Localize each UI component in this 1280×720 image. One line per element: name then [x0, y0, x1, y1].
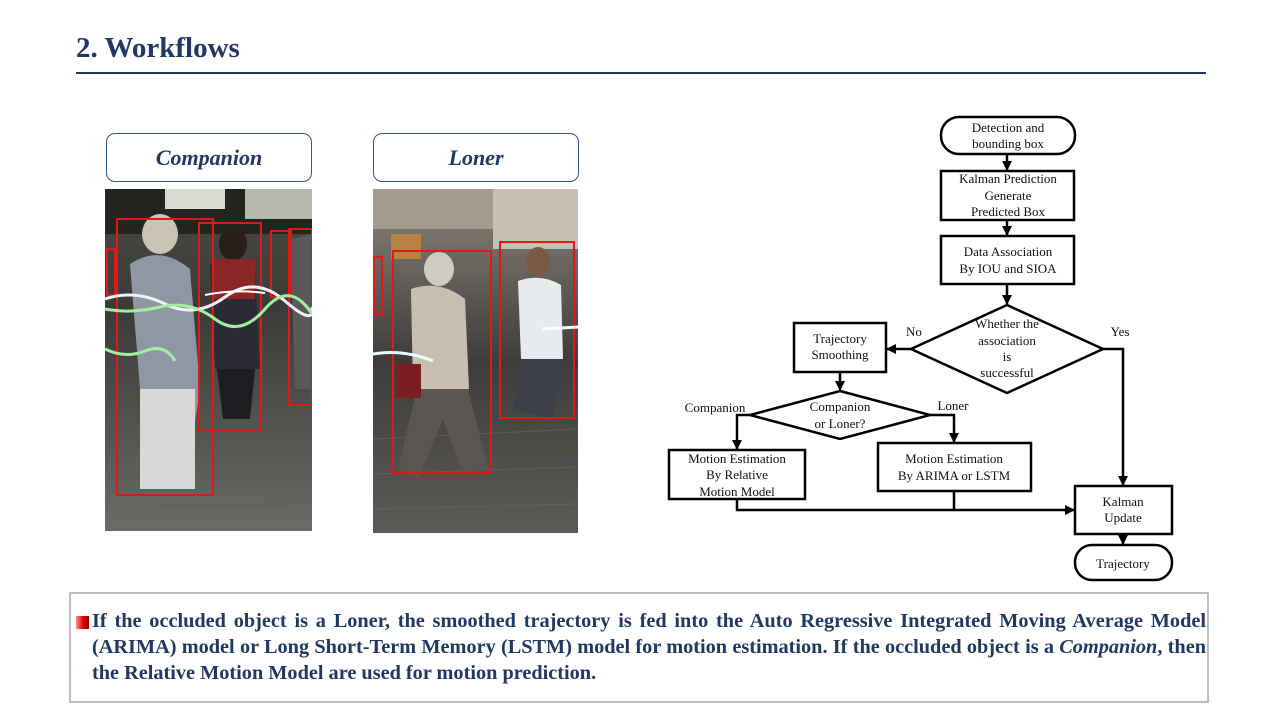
update-line-1: Kalman — [1102, 494, 1144, 509]
caption-italic: Companion — [1059, 636, 1158, 658]
decision-line-4: successful — [980, 365, 1034, 380]
tracking-workflow-flowchart: Detection and bounding box Kalman Predic… — [667, 115, 1174, 582]
smoothing-line-2: Smoothing — [811, 347, 869, 362]
type-decision-line-2: or Loner? — [815, 416, 866, 431]
start-line-2: bounding box — [972, 136, 1044, 151]
slide-title: 2. Workflows — [76, 32, 240, 64]
predict-line-2: Generate — [985, 188, 1032, 203]
yes-label: Yes — [1111, 324, 1130, 339]
relative-line-2: By Relative — [706, 467, 768, 482]
end-label: Trajectory — [1096, 556, 1150, 571]
smoothing-line-1: Trajectory — [813, 331, 867, 346]
companion-loner-decision — [745, 389, 935, 441]
bullet-icon — [76, 616, 89, 629]
arima-lstm-box — [876, 441, 1033, 493]
loner-video-frame — [373, 189, 578, 533]
relative-line-3: Motion Model — [699, 484, 775, 499]
relative-motion-box — [667, 448, 807, 501]
loner-branch-label: Loner — [937, 398, 969, 413]
associate-line-1: Data Association — [964, 244, 1053, 259]
predict-line-3: Predicted Box — [971, 204, 1046, 219]
companion-video-frame — [105, 189, 312, 531]
arima-line-2: By ARIMA or LSTM — [898, 468, 1011, 483]
no-label: No — [906, 324, 922, 339]
update-line-2: Update — [1104, 510, 1142, 525]
predict-line-1: Kalman Prediction — [959, 171, 1057, 186]
kalman-prediction-box — [939, 169, 1076, 222]
caption-box: If the occluded object is a Loner, the s… — [69, 592, 1209, 703]
relative-line-1: Motion Estimation — [688, 451, 786, 466]
type-decision-line-1: Companion — [810, 399, 871, 414]
loner-label-box: Loner — [373, 133, 579, 182]
decision-line-1: Whether the — [975, 316, 1039, 331]
title-divider — [76, 72, 1206, 74]
companion-label-box: Companion — [106, 133, 312, 182]
associate-line-2: By IOU and SIOA — [959, 261, 1057, 276]
decision-line-3: is — [1003, 349, 1012, 364]
start-line-1: Detection and — [972, 120, 1045, 135]
association-decision — [907, 303, 1107, 395]
caption-part-2: , then the Relative Motion Model are use… — [92, 636, 1206, 684]
data-association-box — [939, 234, 1076, 286]
arima-line-1: Motion Estimation — [905, 451, 1003, 466]
companion-branch-label: Companion — [685, 400, 746, 415]
caption-part-1: If the occluded object is a Loner, the s… — [92, 610, 1206, 658]
decision-line-2: association — [978, 333, 1036, 348]
companion-label: Companion — [155, 144, 263, 170]
loner-label: Loner — [448, 144, 504, 170]
end-terminal — [1073, 543, 1174, 582]
caption-text: If the occluded object is a Loner, the s… — [92, 608, 1206, 686]
